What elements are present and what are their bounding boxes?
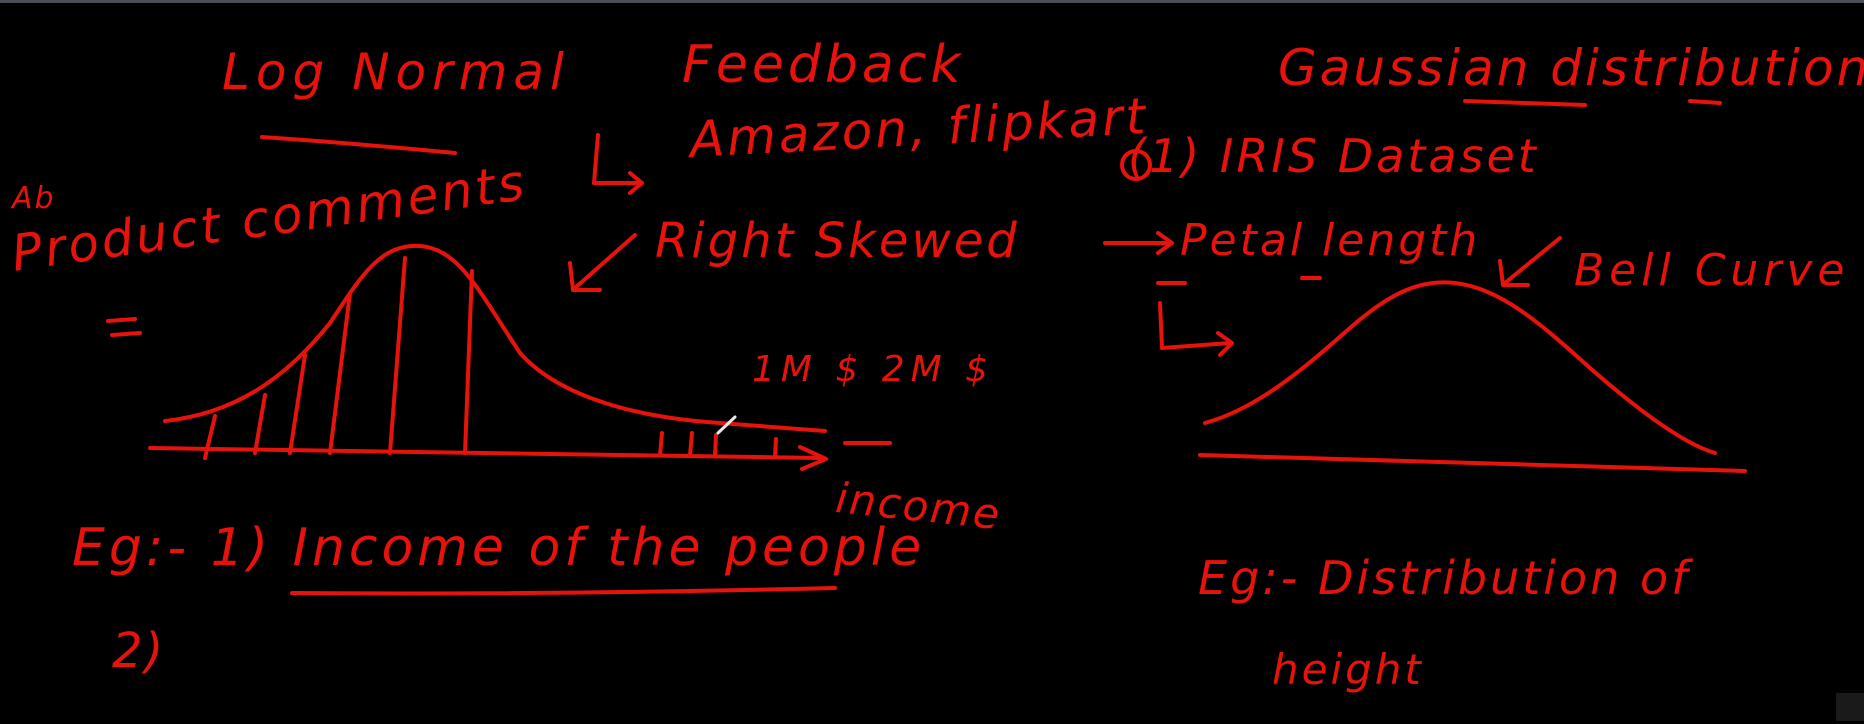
left-axis-arrow: [798, 445, 828, 471]
hatch-line-5: [388, 256, 407, 455]
bell-curve-label: Bell Curve: [1574, 245, 1850, 296]
right-skewed-label: Right Skewed: [655, 213, 1020, 269]
hatch-line-10: [773, 437, 778, 458]
corner-block: [1836, 693, 1864, 721]
iris-dataset-label: (1) IRIS Dataset: [1128, 129, 1539, 183]
hatch-line-4: [328, 291, 352, 455]
left-x-axis: [148, 446, 822, 460]
feedback-heading: Feedback: [682, 35, 965, 95]
hatch-line-6: [463, 269, 474, 455]
money-label: 1M $ 2M $: [752, 349, 995, 390]
right-skewed-arrow: [568, 233, 637, 292]
petal-arrow: [1103, 231, 1174, 255]
petal-length-label: Petal length: [1180, 215, 1481, 266]
bell-curve-arrow: [1498, 236, 1562, 287]
distribution-example-label: Eg:- Distribution of: [1198, 551, 1691, 605]
gaussian-heading: Gaussian distribution: [1278, 39, 1864, 97]
hatch-line-1: [203, 414, 217, 460]
hatch-line-2: [253, 393, 267, 455]
log-normal-underline: [260, 135, 457, 155]
example-1-label: Eg:- 1) Income of the people: [72, 518, 926, 578]
income-underline: [290, 586, 837, 596]
hatch-line-7: [658, 431, 664, 457]
hatch-line-3: [288, 353, 307, 455]
petal-hook-arrow: [1158, 301, 1234, 357]
height-label: height: [1272, 645, 1424, 694]
cursor-mark: [716, 415, 737, 435]
gaussian-underline-2: [1688, 99, 1722, 105]
bell-curve: [1203, 280, 1717, 455]
right-x-axis: [1198, 453, 1747, 473]
feedback-hook-arrow: [592, 133, 644, 195]
example-2-label: 2): [112, 623, 166, 679]
gaussian-underline-1: [1463, 99, 1587, 107]
product-underline-2: [110, 331, 142, 337]
iris-number-circle: [1120, 149, 1152, 181]
ab-label: Ab: [12, 181, 56, 216]
log-normal-heading: Log Normal: [222, 43, 570, 101]
hatch-line-8: [688, 431, 694, 457]
right-skewed-curve: [163, 243, 827, 433]
hatch-line-9: [713, 433, 718, 457]
ink-drawings: [106, 99, 1747, 596]
product-underline: [106, 317, 137, 323]
